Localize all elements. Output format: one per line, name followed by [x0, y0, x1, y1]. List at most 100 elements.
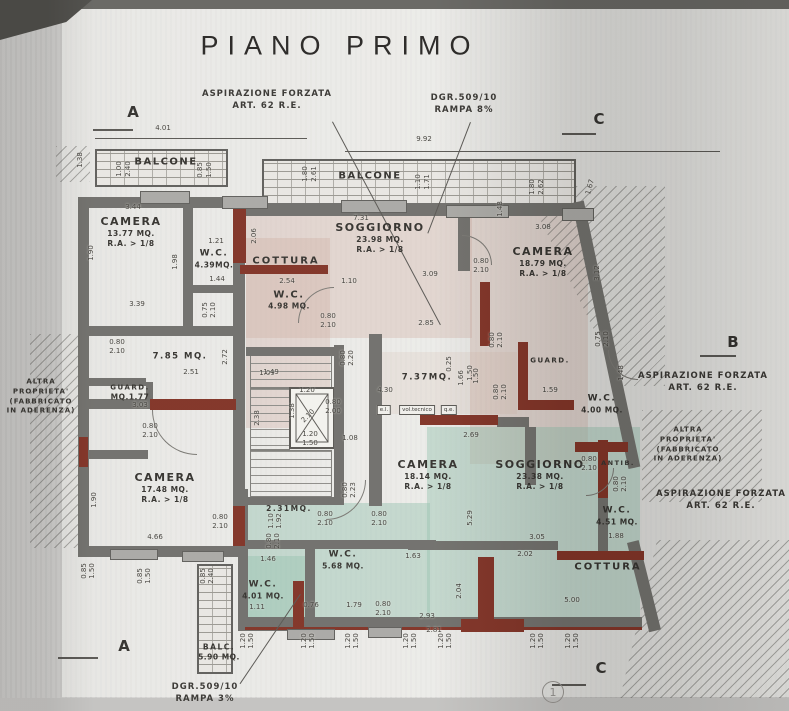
dimension-label: 1.20: [239, 633, 247, 649]
red-wall: [233, 197, 246, 263]
dimension-label: 1.38: [288, 403, 296, 419]
red-wall: [79, 437, 88, 467]
dimension-label: 0.85: [136, 568, 144, 584]
dimension-label: 1.50: [302, 439, 318, 447]
dimension-label: 1.88: [608, 532, 624, 540]
photo-bottom-edge: [0, 698, 789, 711]
dimension-label: 1.09: [259, 369, 275, 377]
dimension-label: 1.10: [341, 277, 357, 285]
dimension-label: 1.71: [423, 174, 431, 190]
dimension-label: 4.01: [155, 124, 171, 132]
dimension-label: 1.98: [171, 254, 179, 270]
wall: [246, 540, 436, 549]
window-sill: [446, 205, 509, 218]
room-label-cottura-2: COTTURA: [574, 561, 642, 573]
dimension-label: 1.90: [87, 245, 95, 261]
dimension-label: 3.12: [593, 265, 601, 281]
dimension-label: 0.85: [80, 563, 88, 579]
dimension-label: 2.04: [455, 583, 463, 599]
dimension-label: 0.76: [303, 601, 319, 609]
dimension-label: 2.69: [463, 431, 479, 439]
dimension-label: 2.20: [347, 350, 355, 366]
wall: [598, 498, 608, 556]
dimension-label: 0.85: [199, 568, 207, 584]
dimension-label: 2.10: [209, 302, 217, 318]
red-wall: [420, 415, 498, 425]
dimension-label: 2.23: [349, 482, 357, 498]
dimension-label: 1.50: [352, 633, 360, 649]
red-wall: [518, 342, 528, 410]
dimension-label: 0.80: [212, 513, 228, 521]
dimension-label: 2.40: [124, 161, 132, 177]
photo-top-edge: [0, 0, 789, 9]
wall: [183, 197, 193, 330]
red-wall: [293, 581, 304, 633]
dimension-label: 1.10: [414, 174, 422, 190]
wall: [146, 382, 153, 408]
dimension-label: 1.20: [529, 633, 537, 649]
room-label-wc-439: W.C.4.39MQ.: [194, 248, 234, 269]
drawing-paper: [62, 9, 789, 697]
wall: [305, 541, 315, 626]
room-label-antib: ANTIB.: [601, 458, 635, 467]
dimension-label: 2.85: [418, 319, 434, 327]
wall: [334, 345, 344, 505]
dimension-label: 2.10: [620, 476, 628, 492]
red-wall: [520, 400, 574, 410]
red-wall: [480, 282, 490, 346]
window-sill: [182, 551, 224, 562]
red-wall: [240, 265, 328, 274]
dim-line: [95, 138, 307, 139]
room-label-guard-177: GUARD.MQ.1.77: [110, 383, 150, 402]
dimension-label: 2.10: [212, 522, 228, 530]
red-sill-line: [245, 627, 642, 630]
red-wall: [557, 551, 644, 560]
dimension-label: 1.49: [263, 368, 279, 376]
dimension-label: 0.80: [325, 398, 341, 406]
dimension-label: 3.09: [422, 270, 438, 278]
dimension-label: 2.10: [320, 321, 336, 329]
dimension-label: 1.11: [249, 603, 265, 611]
dimension-label: 2.02: [517, 550, 533, 558]
tint-soggiorno-nord: [246, 216, 472, 338]
dimension-label: 2.10: [273, 533, 281, 549]
dimension-label: 3.44: [125, 203, 141, 211]
dimension-label: 1.21: [208, 237, 224, 245]
dimension-label: 2.10: [581, 464, 597, 472]
dimension-label: 0.75: [594, 331, 602, 347]
dimension-label: 1.44: [209, 275, 225, 283]
wall: [193, 285, 233, 293]
dimension-label: 0.80: [317, 510, 333, 518]
dimension-label: 2.38: [253, 410, 261, 426]
dimension-label: 1.80: [528, 179, 536, 195]
dimension-label: 2.00: [325, 407, 341, 415]
hatch-east: [642, 410, 762, 502]
dimension-label: 1.20: [402, 633, 410, 649]
dimension-label: 3.05: [529, 533, 545, 541]
room-label-disimpegno-231: 2.31MQ.: [266, 504, 312, 514]
dimension-label: 2.06: [250, 228, 258, 244]
dimension-label: 2.10: [602, 331, 610, 347]
room-label-wc-451: W.C.4.51 MQ.: [596, 505, 638, 526]
window-sill: [368, 627, 402, 638]
dimension-label: 1.20: [302, 430, 318, 438]
balcony-west-parapet: [95, 149, 228, 187]
dimension-label: 3.39: [129, 300, 145, 308]
window-sill: [222, 196, 268, 209]
dimension-label: 1.79: [346, 601, 362, 609]
dimension-label: 0.75: [201, 302, 209, 318]
room-label-wc-498: W.C.4.98 MQ.: [268, 289, 310, 311]
room-label-cottura-1: COTTURA: [252, 255, 320, 267]
balcony-south-parapet: [197, 564, 233, 674]
dimension-label: 0.80: [581, 455, 597, 463]
page-title: PIANO PRIMO: [200, 30, 480, 61]
section-line: [562, 133, 596, 135]
dimension-label: 1.80: [301, 166, 309, 182]
